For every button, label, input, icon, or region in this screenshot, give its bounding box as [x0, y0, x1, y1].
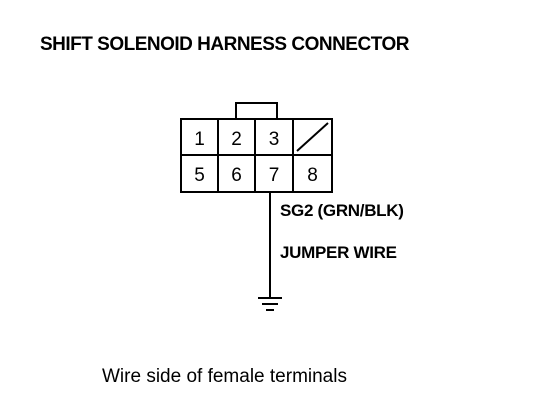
slash-mark-icon — [296, 122, 329, 152]
wire-color-label: SG2 (GRN/BLK) — [280, 201, 404, 220]
terminal-2: 2 — [231, 129, 242, 150]
terminal-3: 3 — [269, 129, 280, 150]
diagram-title: SHIFT SOLENOID HARNESS CONNECTOR — [40, 34, 409, 55]
diagram-caption: Wire side of female terminals — [102, 366, 347, 387]
terminal-1: 1 — [194, 129, 205, 150]
terminal-8: 8 — [307, 165, 318, 186]
terminal-5: 5 — [194, 165, 205, 186]
terminal-7: 7 — [269, 165, 280, 186]
ground-symbol-icon — [258, 297, 282, 311]
connector-lock-tab — [235, 102, 278, 120]
terminal-6: 6 — [231, 165, 242, 186]
jumper-wire-label: JUMPER WIRE — [280, 243, 397, 262]
